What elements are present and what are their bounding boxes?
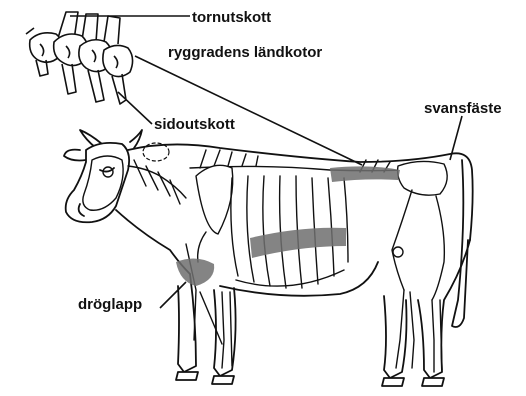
- cow-skeleton: [83, 150, 447, 372]
- lumbar-highlight: [330, 166, 400, 182]
- sidoutskott-leader: [118, 92, 152, 124]
- label-sidoutskott: sidoutskott: [154, 117, 235, 132]
- ryggrad-leader: [135, 56, 362, 165]
- label-tornutskott: tornutskott: [192, 10, 271, 25]
- label-svansfaste: svansfäste: [424, 101, 502, 116]
- belly-highlight: [250, 228, 346, 258]
- dewlap-highlight: [176, 258, 214, 286]
- label-ryggradens-landkotor: ryggradens ländkotor: [168, 45, 322, 60]
- lumbar-vertebrae-inset: [26, 12, 133, 104]
- droglapp-leader: [160, 282, 186, 308]
- label-droglapp: dröglapp: [78, 297, 142, 312]
